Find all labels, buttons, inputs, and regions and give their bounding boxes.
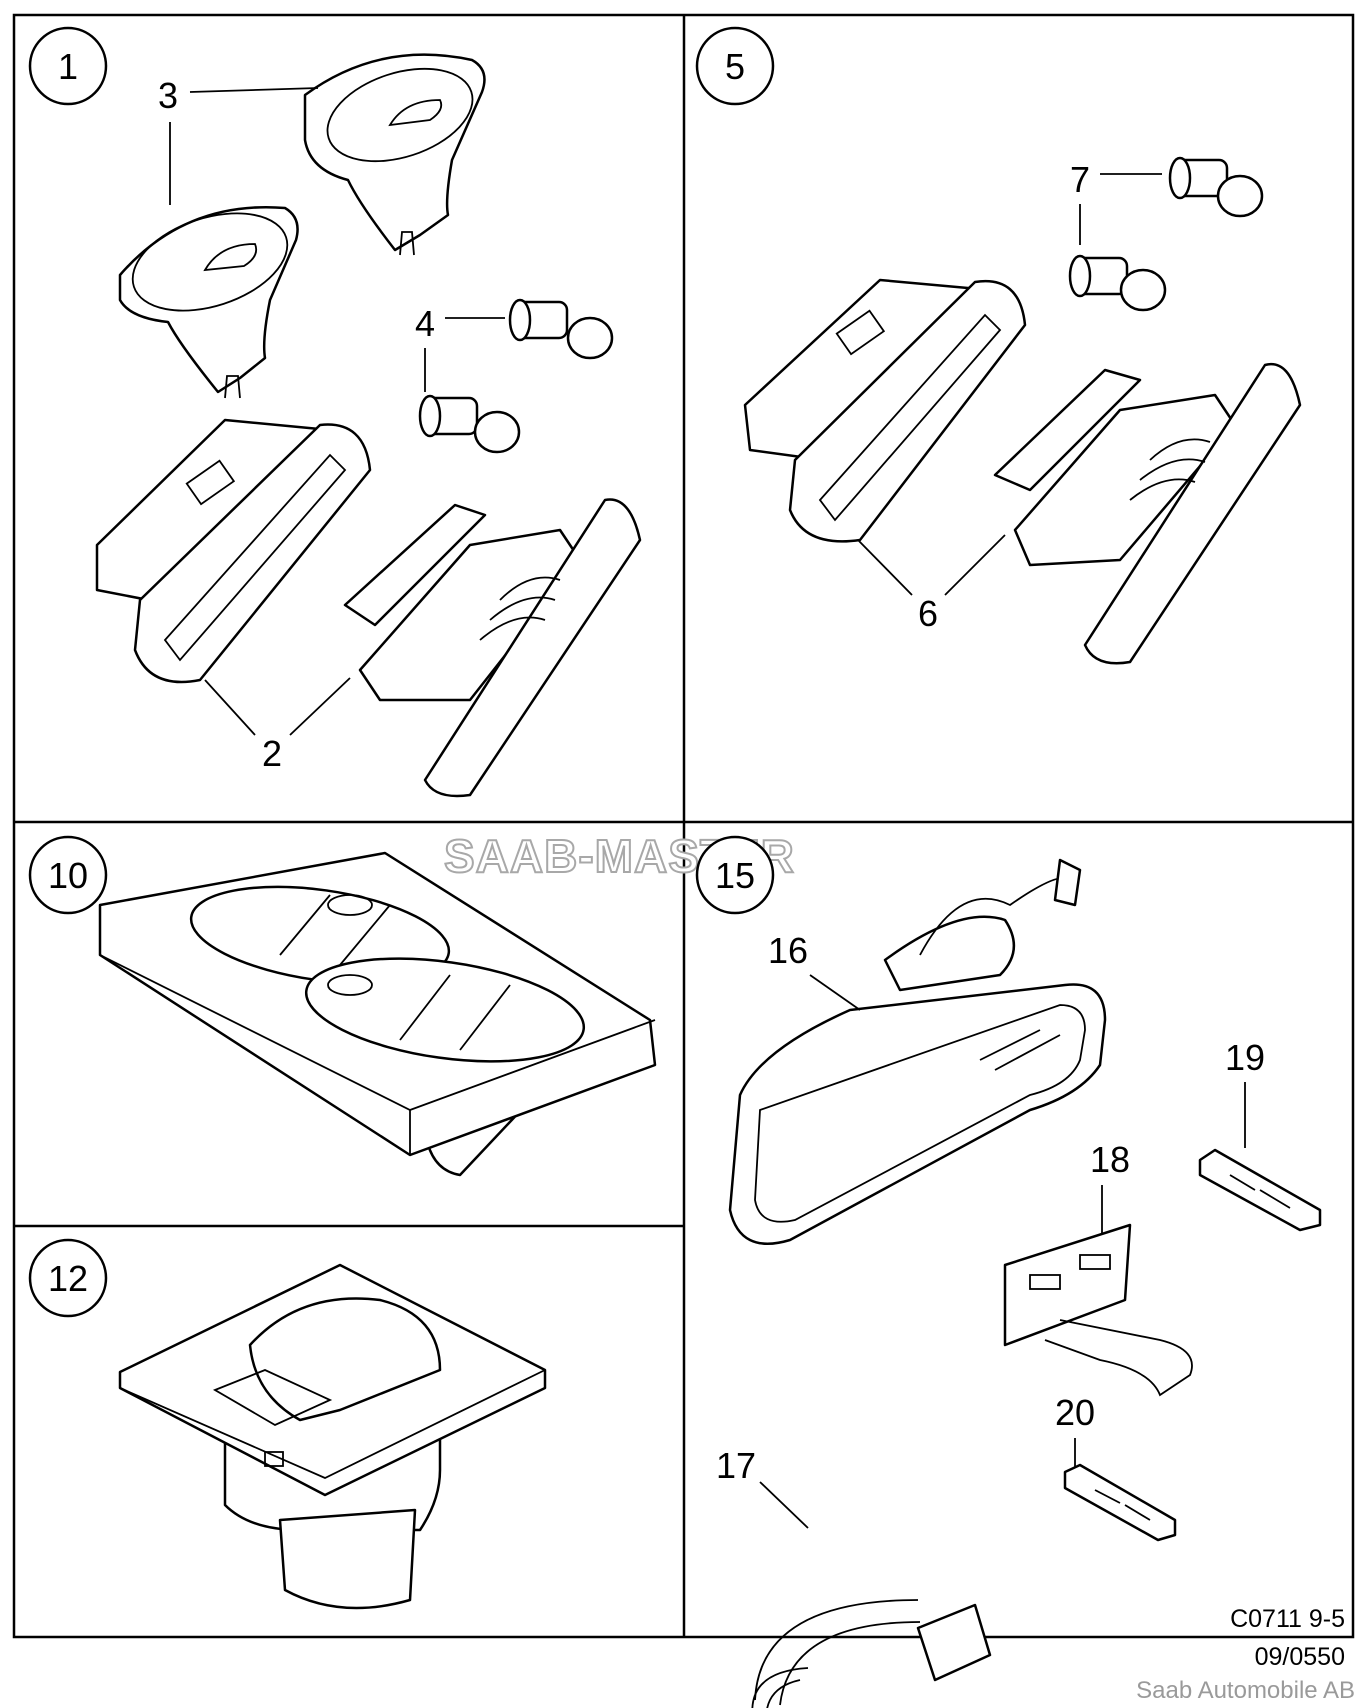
panel-5: 5 7 6 <box>695 26 1302 665</box>
panel-10: 10 <box>28 835 657 1177</box>
leader-line <box>189 87 319 93</box>
cigarette-lighter-upper <box>508 298 614 360</box>
cigarette-lighter-lower <box>418 394 521 454</box>
leader-line <box>289 677 351 736</box>
panel-number-circle <box>695 835 775 915</box>
callout-7: 7 <box>1070 159 1090 200</box>
panel-number-5: 5 <box>725 46 745 87</box>
callout-19: 19 <box>1225 1037 1265 1078</box>
callout-6: 6 <box>918 593 938 634</box>
callout-18: 18 <box>1090 1139 1130 1180</box>
callout-4: 4 <box>415 303 435 344</box>
panel-number-circle <box>28 835 108 915</box>
callout-3: 3 <box>158 75 178 116</box>
cigarette-lighter-lower <box>1068 254 1167 312</box>
callout-16: 16 <box>768 930 808 971</box>
panel-number-1: 1 <box>58 46 78 87</box>
panel-number-circle <box>28 26 108 106</box>
callout-17: 17 <box>716 1445 756 1486</box>
terminal-19 <box>1198 1148 1322 1232</box>
document-number: 09/0550 <box>1255 1643 1345 1671</box>
callout-2: 2 <box>262 733 282 774</box>
rear-view-mirror <box>728 858 1107 1245</box>
cup-holder-tray <box>98 851 657 1177</box>
terminal-20 <box>1063 1463 1177 1542</box>
leader-line <box>204 679 256 736</box>
cigarette-lighter-upper <box>1168 156 1264 218</box>
panel-number-circle <box>28 1238 108 1318</box>
panel-number-12: 12 <box>48 1258 88 1299</box>
panel-15: 15 <box>695 835 1322 1708</box>
leader-line <box>857 539 913 596</box>
panel-number-circle <box>695 26 775 106</box>
panel-1: 1 <box>28 26 642 798</box>
manufacturer-name: Saab Automobile AB <box>1136 1677 1355 1704</box>
ashtray-drawer <box>993 362 1302 665</box>
diagram-code: C0711 9-5 <box>1230 1605 1345 1633</box>
panel-number-15: 15 <box>715 855 755 896</box>
ashtray-drawer <box>343 498 642 798</box>
panel-12: 12 <box>28 1238 547 1610</box>
mirror-bracket <box>1003 1223 1193 1397</box>
ashtray-housing <box>743 278 1027 543</box>
ashtray-cup-upper <box>303 53 486 256</box>
panel-number-10: 10 <box>48 855 88 896</box>
wiring-harness <box>751 1599 992 1708</box>
callout-20: 20 <box>1055 1392 1095 1433</box>
leader-line <box>759 1481 809 1529</box>
ashtray-housing <box>95 418 372 684</box>
leader-line <box>944 534 1006 596</box>
diagram-frame <box>12 13 1355 1639</box>
cup-holder-insert <box>118 1263 547 1610</box>
ashtray-cup-lower <box>118 206 299 399</box>
leader-line <box>809 974 861 1011</box>
